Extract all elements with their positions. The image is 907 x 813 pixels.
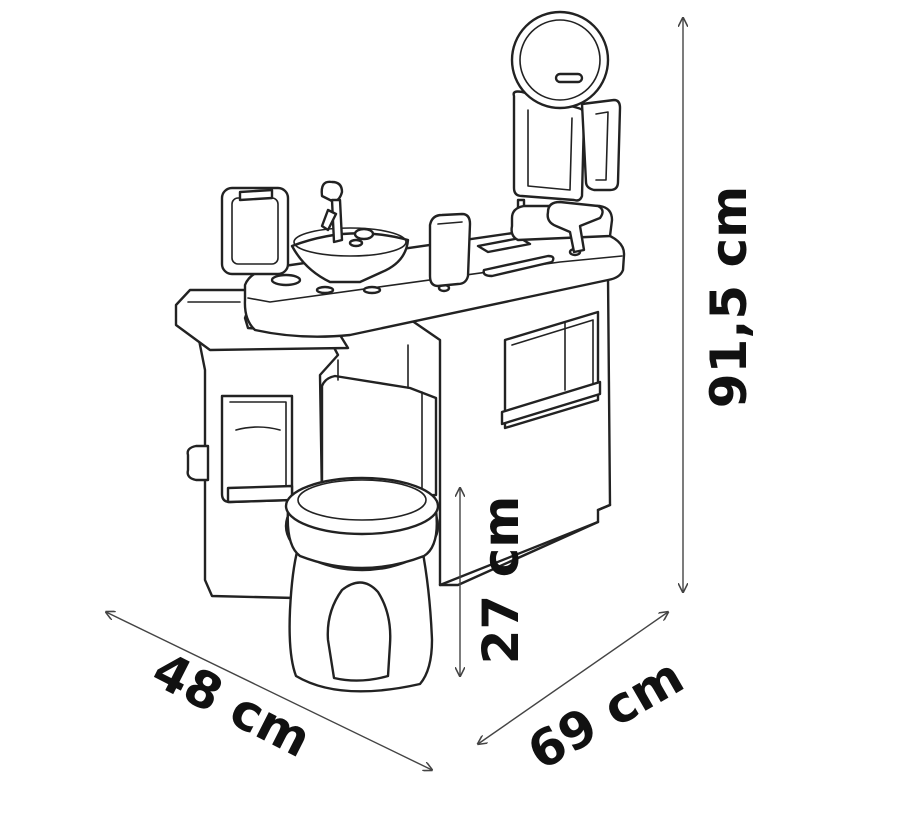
small-mirror [220, 186, 290, 276]
dimension-depth-line [106, 612, 432, 770]
middle-recess [320, 344, 438, 502]
left-tower [186, 333, 340, 600]
height-label: 91,5 cm [700, 186, 758, 409]
dimension-width-line [478, 612, 668, 744]
dryer-arm [510, 10, 622, 254]
stool [284, 476, 440, 693]
sink-bowl [290, 180, 410, 284]
toy-salon-station-drawing [174, 10, 626, 693]
width-label: 69 cm [518, 647, 693, 782]
tablet [428, 212, 472, 288]
stool-height-label: 27 cm [472, 496, 530, 665]
